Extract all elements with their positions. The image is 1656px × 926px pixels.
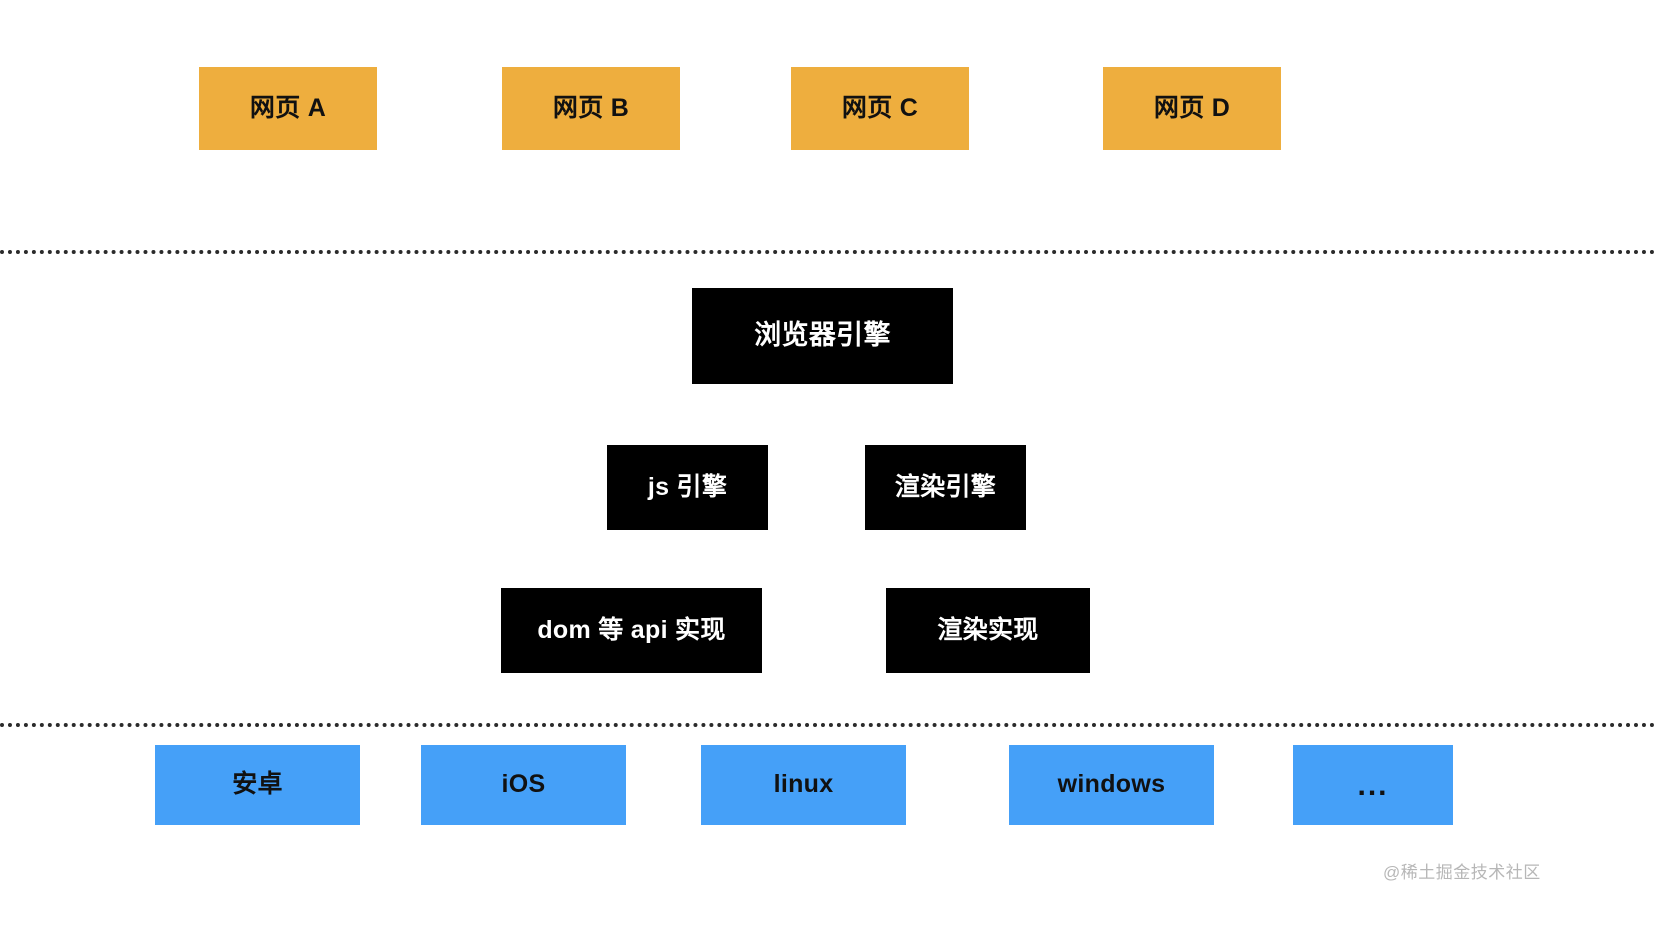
page-box-b-label: 网页 B [552,93,630,122]
engine-box-render-impl[interactable]: 渲染实现 [886,588,1090,673]
os-box-ios[interactable]: iOS [421,745,626,825]
page-box-d-label: 网页 D [1153,93,1231,122]
engine-box-browser-engine[interactable]: 浏览器引擎 [692,288,953,384]
engine-box-dom-api-impl[interactable]: dom 等 api 实现 [501,588,762,673]
page-box-a[interactable]: 网页 A [199,67,377,150]
os-box-linux[interactable]: linux [701,745,906,825]
os-box-windows[interactable]: windows [1009,745,1214,825]
os-box-android[interactable]: 安卓 [155,745,360,825]
engine-box-dom-api-impl-label: dom 等 api 实现 [537,615,726,644]
os-box-linux-label: linux [773,770,834,799]
engine-box-js-engine[interactable]: js 引擎 [607,445,768,530]
page-box-a-label: 网页 A [249,93,327,122]
page-box-b[interactable]: 网页 B [502,67,680,150]
engine-box-browser-engine-label: 浏览器引擎 [754,320,891,351]
os-box-windows-label: windows [1057,770,1166,799]
engine-box-render-impl-label: 渲染实现 [937,615,1039,644]
watermark: @稀土掘金技术社区 [1383,863,1541,882]
engine-box-render-engine-label: 渲染引擎 [894,472,997,501]
engine-box-render-engine[interactable]: 渲染引擎 [865,445,1026,530]
engine-box-js-engine-label: js 引擎 [647,472,728,501]
page-box-c-label: 网页 C [841,93,919,122]
pages-engine-divider [0,250,1656,254]
page-box-c[interactable]: 网页 C [791,67,969,150]
os-box-android-label: 安卓 [232,770,283,799]
page-box-d[interactable]: 网页 D [1103,67,1281,150]
os-box-more-label: ... [1357,768,1389,802]
os-box-ios-label: iOS [501,770,546,799]
engine-os-divider [0,723,1656,727]
os-box-more[interactable]: ... [1293,745,1453,825]
